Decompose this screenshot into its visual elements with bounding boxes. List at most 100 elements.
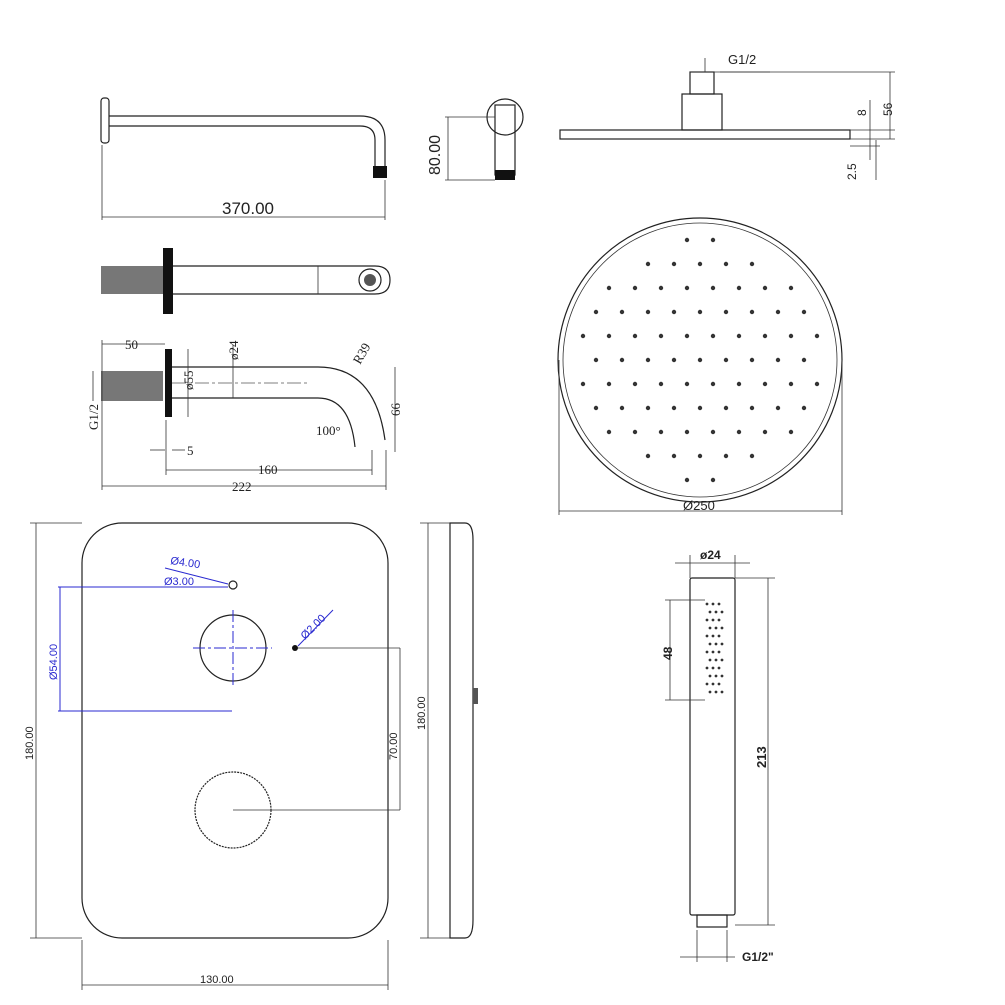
spray-nozzle [619,309,625,315]
spray-nozzle [749,261,755,267]
nozzle-height-label: 2.5 [845,163,859,180]
hand-diameter-label: ø24 [700,548,721,562]
hand-spray-nozzle [720,674,724,678]
spray-nozzle [723,261,729,267]
spray-nozzle [684,381,690,387]
hand-shower: ø24 48 213 G1/2" [661,548,775,964]
hand-spray-nozzle [705,618,709,622]
spray-nozzle [801,357,807,363]
hand-spray-nozzle [711,682,715,686]
spray-nozzle [684,285,690,291]
spray-nozzle [710,333,716,339]
spray-nozzle [762,381,768,387]
hand-spray-nozzle [720,610,724,614]
hand-spray-nozzle [720,690,724,694]
spray-nozzle [671,309,677,315]
spout-flange-diameter: ø55 [181,371,196,391]
hand-spray-nozzle [708,658,712,662]
hand-spray-nozzle [714,626,718,630]
spray-nozzle [658,333,664,339]
spout-side-view: 50 ø24 ø55 R39 G1/2 100° 66 5 160 222 [86,337,403,494]
hand-spray-nozzle [717,618,721,622]
spray-nozzle [580,381,586,387]
spray-nozzle [645,261,651,267]
spray-nozzle [723,405,729,411]
hand-spray-nozzle [720,626,724,630]
spray-nozzle [606,333,612,339]
spray-nozzle [723,453,729,459]
spray-nozzle [645,309,651,315]
head-thread-label: G1/2 [728,52,756,67]
hand-spray-nozzle [708,642,712,646]
hand-spray-nozzle [711,666,715,670]
arm-length-label: 370.00 [222,199,274,218]
spray-nozzle [606,285,612,291]
spray-nozzle [619,405,625,411]
spray-nozzle [710,237,716,243]
spray-nozzle [749,405,755,411]
control-plate-front-view: 70.00 Ø54.00 Ø4.00 Ø3.00 Ø2.00 180.00 13… [24,522,401,990]
hand-spray-nozzle [714,690,718,694]
spout-angle: 100° [316,423,341,438]
spout-reach: 160 [258,462,278,477]
spray-nozzle [762,429,768,435]
hand-spray-nozzle [717,602,721,606]
spout-flange-thickness: 5 [187,443,194,458]
hand-spray-nozzle [720,658,724,662]
spray-nozzle [580,333,586,339]
spray-nozzle [684,477,690,483]
spray-nozzle [645,357,651,363]
hand-spray-nozzle [717,650,721,654]
hand-spray-nozzle [711,634,715,638]
spray-nozzle [593,357,599,363]
control-plate-side-view: 180.00 [416,522,478,939]
spray-nozzle [684,429,690,435]
spray-nozzle [697,405,703,411]
spray-nozzle [801,309,807,315]
hand-spray-nozzle [717,666,721,670]
spray-nozzle [710,477,716,483]
plate-width-label: 130.00 [200,974,234,986]
spray-nozzle [814,381,820,387]
shower-arm-end-view: 80.00 [427,98,524,181]
spout-drop: 66 [388,403,403,417]
spout-radius: R39 [350,340,374,366]
spray-nozzle [788,381,794,387]
spray-nozzle [723,309,729,315]
spray-nozzle [814,333,820,339]
hand-spray-nozzle [705,602,709,606]
plate-hole2-label: Ø2.00 [299,612,329,642]
plate-spacing-label: 70.00 [388,732,400,760]
head-diameter-label: Ø250 [683,498,715,513]
spray-nozzle [788,429,794,435]
spray-nozzle [632,429,638,435]
spray-nozzle [710,381,716,387]
spray-nozzle [762,285,768,291]
hand-spray-nozzle [708,674,712,678]
hand-spray-nozzle [705,634,709,638]
spray-nozzle [658,285,664,291]
spout-total-length: 222 [232,479,252,494]
spray-nozzle [593,309,599,315]
spray-nozzle [684,333,690,339]
hand-spray-nozzle [711,602,715,606]
spray-nozzle [736,333,742,339]
spray-nozzle [593,405,599,411]
spout-thread-length: 50 [125,337,138,352]
spray-nozzle [619,357,625,363]
hand-spray-nozzle [711,618,715,622]
hand-spray-nozzle [705,650,709,654]
spray-nozzle [697,261,703,267]
spray-nozzle [632,285,638,291]
hand-length-label: 213 [754,746,769,768]
hand-spray-nozzle [711,650,715,654]
plate-side-height-label: 180.00 [416,696,428,730]
shower-arm-side-view: 370.00 [100,97,387,220]
hand-spray-length: 48 [661,646,675,660]
spray-nozzle [762,333,768,339]
plate-hole4-label: Ø4.00 [170,555,201,571]
spray-nozzle [671,405,677,411]
spray-nozzle [697,309,703,315]
plate-hole3-label: Ø3.00 [164,576,194,588]
